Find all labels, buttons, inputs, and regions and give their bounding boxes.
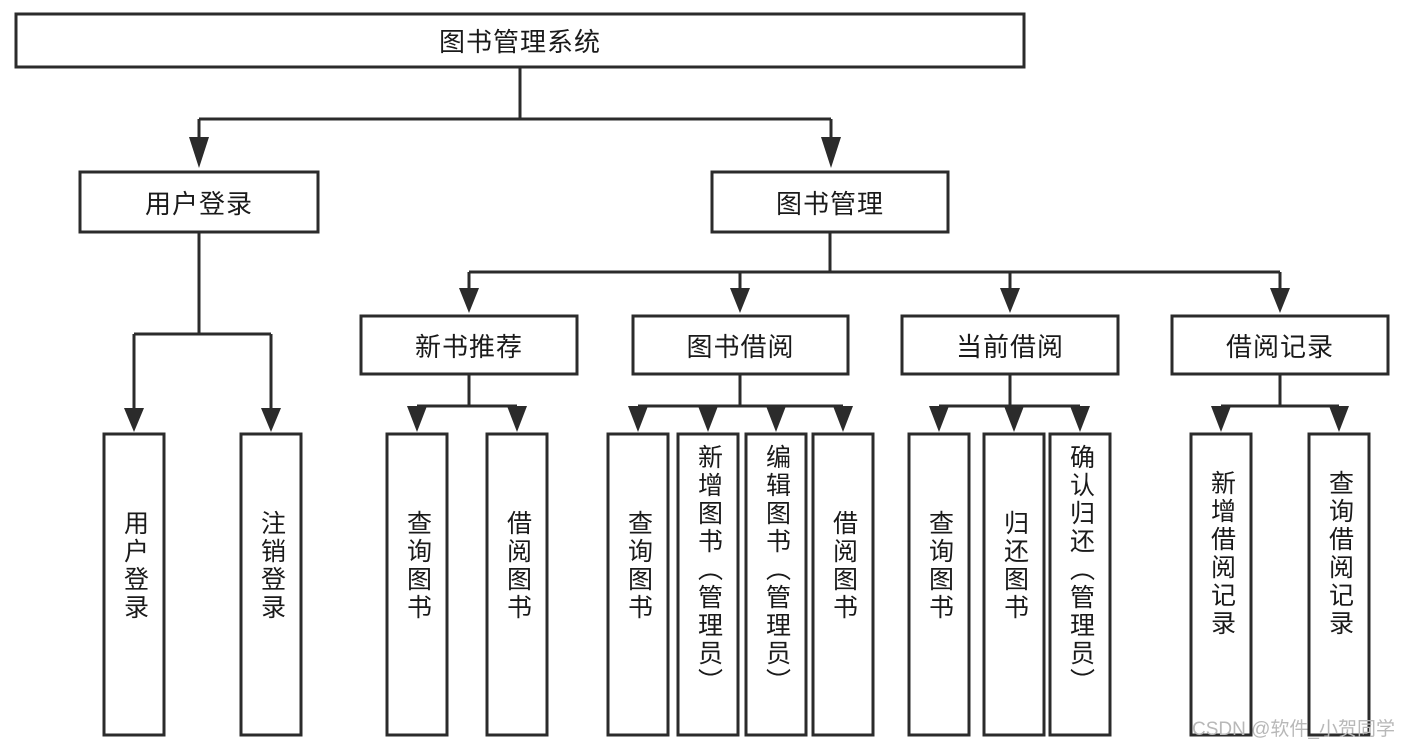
edge-group-book-management-to-level3 [459, 232, 1290, 313]
edge-group-new-book-recommend-to-leaves [407, 374, 527, 432]
node-box-new-book-recommend[interactable] [359, 314, 579, 376]
edge-group-current-borrow-to-leaves [929, 374, 1090, 432]
node-box-leaf-query-book-recommend[interactable] [385, 432, 449, 737]
node-box-book-management[interactable] [710, 170, 950, 234]
arrowhead-to-leaf-user-login [124, 408, 144, 432]
node-box-leaf-borrow-book[interactable] [811, 432, 875, 737]
arrowhead-to-user-login [189, 137, 209, 168]
edge-group-root-to-level2 [189, 67, 841, 168]
node-box-leaf-query-book-borrow[interactable] [606, 432, 670, 737]
node-box-book-borrow[interactable] [631, 314, 850, 376]
arrowhead-to-leaf-query-book-current [929, 406, 949, 432]
node-box-leaf-borrow-book-recommend[interactable] [485, 432, 549, 737]
node-box-borrow-record[interactable] [1170, 314, 1390, 376]
node-box-leaf-edit-book-admin[interactable] [744, 432, 808, 737]
node-box-root[interactable] [14, 12, 1026, 69]
node-box-current-borrow[interactable] [900, 314, 1120, 376]
node-box-leaf-user-login[interactable] [102, 432, 166, 737]
node-box-leaf-add-book-admin[interactable] [676, 432, 740, 737]
node-box-leaf-query-book-current[interactable] [907, 432, 971, 737]
arrowhead-to-current-borrow [1000, 288, 1020, 313]
arrowhead-to-leaf-borrow-book-recommend [507, 406, 527, 432]
edge-group-book-borrow-to-leaves [628, 374, 853, 432]
node-box-leaf-add-borrow-record[interactable] [1189, 432, 1253, 737]
csdn-watermark: CSDN @软件_小贺同学 [1192, 719, 1395, 740]
arrowhead-to-leaf-query-book-recommend [407, 406, 427, 432]
arrowhead-to-borrow-record [1270, 288, 1290, 313]
node-box-leaf-logout[interactable] [239, 432, 303, 737]
arrowhead-to-book-borrow [730, 288, 750, 313]
arrowhead-to-new-book-recommend [459, 288, 479, 313]
edge-group-borrow-record-to-leaves [1211, 374, 1349, 432]
arrowhead-to-book-management [821, 137, 841, 168]
arrowhead-to-leaf-logout [261, 408, 281, 432]
edge-group-user-login-to-leaves [124, 232, 281, 432]
arrowhead-to-leaf-confirm-return-admin [1070, 406, 1090, 432]
arrowhead-to-leaf-borrow-book [833, 406, 853, 432]
node-box-user-login[interactable] [78, 170, 320, 234]
node-box-leaf-return-book[interactable] [982, 432, 1046, 737]
node-box-leaf-query-borrow-record[interactable] [1307, 432, 1371, 737]
arrowhead-to-leaf-add-borrow-record [1211, 406, 1231, 432]
node-box-leaf-confirm-return-admin[interactable] [1048, 432, 1112, 737]
arrowhead-to-leaf-query-borrow-record [1329, 406, 1349, 432]
arrowhead-to-leaf-return-book [1004, 406, 1024, 432]
arrowhead-to-leaf-edit-book-admin [766, 406, 786, 432]
arrowhead-to-leaf-add-book-admin [698, 406, 718, 432]
arrowhead-to-leaf-query-book-borrow [628, 406, 648, 432]
